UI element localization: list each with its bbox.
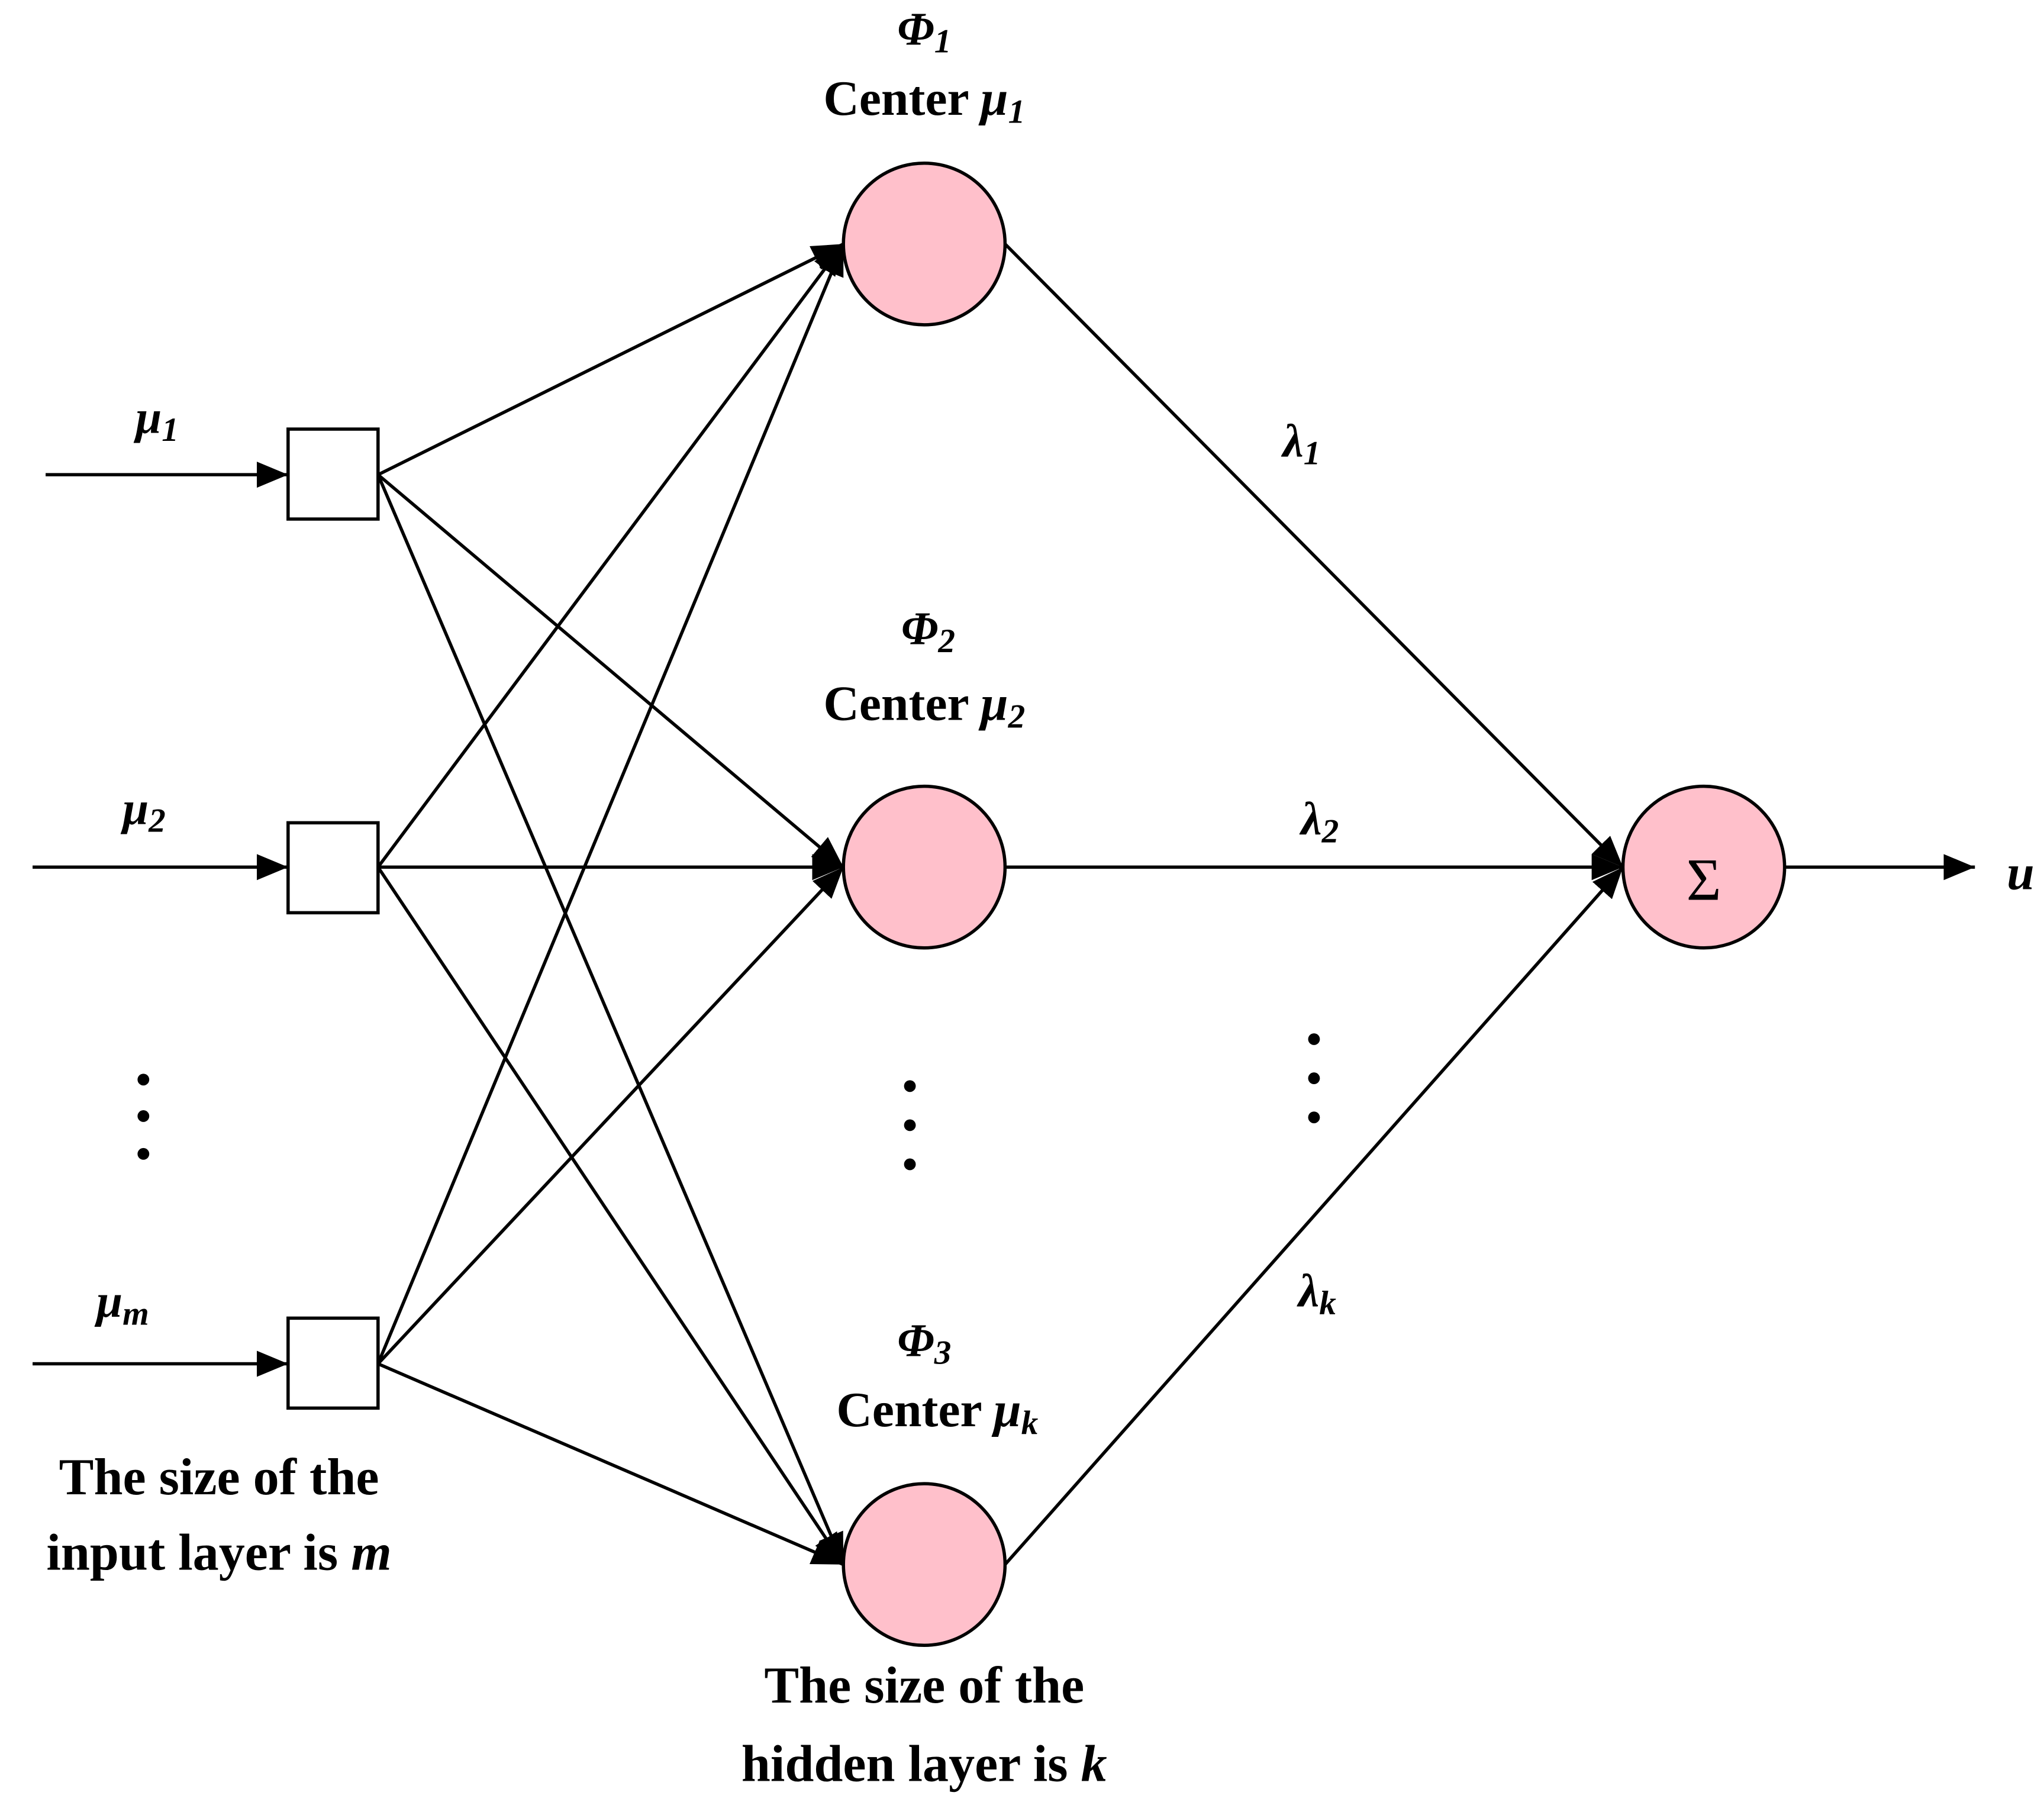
- edge-hidden-1-sum: [1004, 243, 1624, 869]
- hidden-center-1: Center μ1: [823, 71, 1025, 130]
- edge-hidden-3-sum: [1004, 866, 1624, 1566]
- sum-node: [1621, 784, 1787, 950]
- weight-ellipsis: [1308, 1033, 1320, 1124]
- input-node-1: [286, 427, 380, 521]
- output-label: u: [2007, 846, 2035, 901]
- edge-input-3-hidden-3: [377, 1362, 844, 1566]
- input-node-m: [286, 1316, 380, 1410]
- hidden-node-1: [842, 161, 1007, 327]
- hidden-ellipsis: [904, 1080, 916, 1171]
- edge-input-1-hidden-3: [376, 474, 845, 1565]
- input-caption-line2: input layer is m: [46, 1524, 391, 1582]
- input-node-2: [286, 821, 380, 915]
- hidden-phi-2: Φ2: [901, 603, 955, 660]
- hidden-caption-line1: The size of the: [764, 1656, 1084, 1714]
- input-ellipsis: [137, 1074, 150, 1160]
- weight-label-2: λ2: [1299, 793, 1339, 850]
- input-label-2: μ2: [120, 783, 166, 840]
- hidden-node-3: [842, 1482, 1007, 1648]
- edge-input-2-hidden-3: [376, 866, 845, 1566]
- input-caption-line1: The size of the: [59, 1448, 379, 1506]
- edge-input-3-hidden-1: [376, 243, 845, 1365]
- input-label-1: μ1: [133, 392, 179, 449]
- sum-symbol: Σ: [1687, 846, 1721, 913]
- hidden-node-2: [842, 784, 1007, 950]
- hidden-center-2: Center μ2: [823, 676, 1025, 735]
- weight-label-1: λ1: [1281, 415, 1321, 472]
- hidden-phi-3: Φ3: [897, 1314, 951, 1371]
- edge-input-1-hidden-2: [377, 473, 844, 869]
- connections: [376, 242, 1624, 1566]
- hidden-caption-line2: hidden layer is k: [741, 1735, 1107, 1793]
- edge-input-2-hidden-1: [376, 243, 845, 868]
- input-label-m: μm: [94, 1275, 149, 1332]
- weight-label-k: λk: [1297, 1265, 1336, 1322]
- hidden-phi-1: Φ1: [897, 3, 951, 60]
- edge-input-1-hidden-1: [377, 242, 844, 476]
- edge-input-3-hidden-2: [376, 866, 845, 1365]
- hidden-center-3: Center μk: [836, 1382, 1038, 1442]
